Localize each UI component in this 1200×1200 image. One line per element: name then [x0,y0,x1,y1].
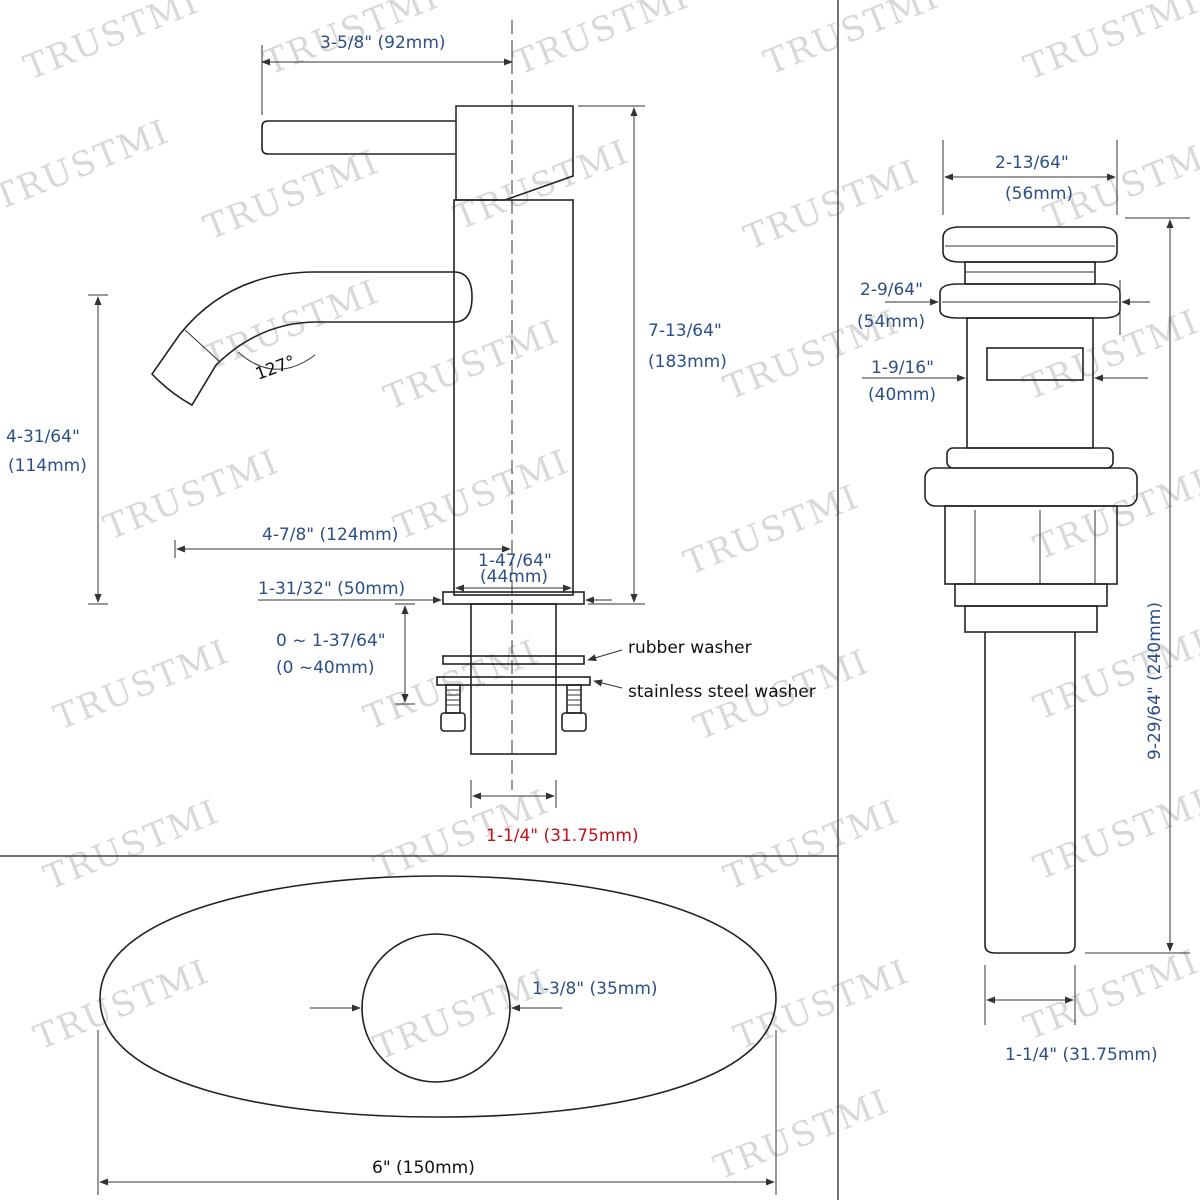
drain-drawing [924,226,1138,954]
dim-clamp-in: 0 ~ 1-37/64" [276,631,386,651]
watermark: TRUSTMI [1018,942,1200,1048]
watermark: TRUSTMI [18,0,205,88]
faucet-drawing: 127° [150,20,591,790]
label-steel-washer: stainless steel washer [628,682,816,702]
dim-reach: 4-7/8" (124mm) [262,525,398,545]
faucet-dimensions: 3-5/8" (92mm) 7-13/64" (183mm) 4-31/64" … [6,33,816,846]
dim-clamp-mm: (0 ~40mm) [276,658,374,678]
watermark: TRUSTMI [1028,622,1200,728]
dim-drain-height: 9-29/64" (240mm) [1145,602,1165,760]
deck-plate-dimensions: 1-3/8" (35mm) 6" (150mm) [97,979,777,1195]
watermark: TRUSTMI [508,0,695,83]
dim-plate-width: 6" (150mm) [372,1158,475,1178]
watermark: TRUSTMI [758,0,945,83]
watermark: TRUSTMI [708,1082,895,1188]
dim-spout-height-in: 4-31/64" [6,427,80,447]
dim-base: 1-31/32" (50mm) [258,579,405,599]
watermark: TRUSTMI [738,152,925,258]
watermark: TRUSTMI [28,952,215,1058]
watermark: TRUSTMI [0,112,175,218]
watermark: TRUSTMI [448,132,635,238]
watermark: TRUSTMI [38,792,225,898]
watermark: TRUSTMI [98,442,285,548]
dim-drain-cap-mm: (56mm) [1005,184,1073,204]
dim-shank: 1-1/4" (31.75mm) [486,826,639,846]
dim-drain-pipe: 1-1/4" (31.75mm) [1005,1045,1158,1065]
dim-plate-hole: 1-3/8" (35mm) [532,979,658,999]
dim-drain-cap-in: 2-13/64" [995,153,1069,173]
dim-drain-body-mm: (40mm) [868,385,936,405]
dim-height-in: 7-13/64" [648,321,722,341]
watermark: TRUSTMI [368,962,555,1068]
watermark: TRUSTMI [718,792,905,898]
dim-drain-flange-mm: (54mm) [857,312,925,332]
dim-body-mm: (44mm) [480,567,548,587]
watermark: TRUSTMI [378,312,565,418]
watermark: TRUSTMI [1028,782,1200,888]
dim-drain-body-in: 1-9/16" [871,358,934,378]
watermark: TRUSTMI [728,952,915,1058]
dim-body-in: 1-47/64" [478,551,552,571]
watermark: TRUSTMI [198,142,385,248]
dim-spout-height-mm: (114mm) [8,456,87,476]
watermark: TRUSTMI [1018,0,1200,88]
watermark: TRUSTMI [1028,462,1200,568]
dim-height-mm: (183mm) [648,352,727,372]
label-rubber-washer: rubber washer [628,638,752,658]
dim-drain-flange-in: 2-9/64" [860,280,923,300]
watermark: TRUSTMI [48,632,235,738]
deck-plate-drawing [99,875,777,1118]
watermark: TRUSTMI [388,442,575,548]
watermark: TRUSTMI [678,477,865,583]
dim-top-width: 3-5/8" (92mm) [320,33,446,53]
drain-dimensions: 2-13/64" (56mm) 2-9/64" (54mm) 1-9/16" (… [857,140,1190,1065]
